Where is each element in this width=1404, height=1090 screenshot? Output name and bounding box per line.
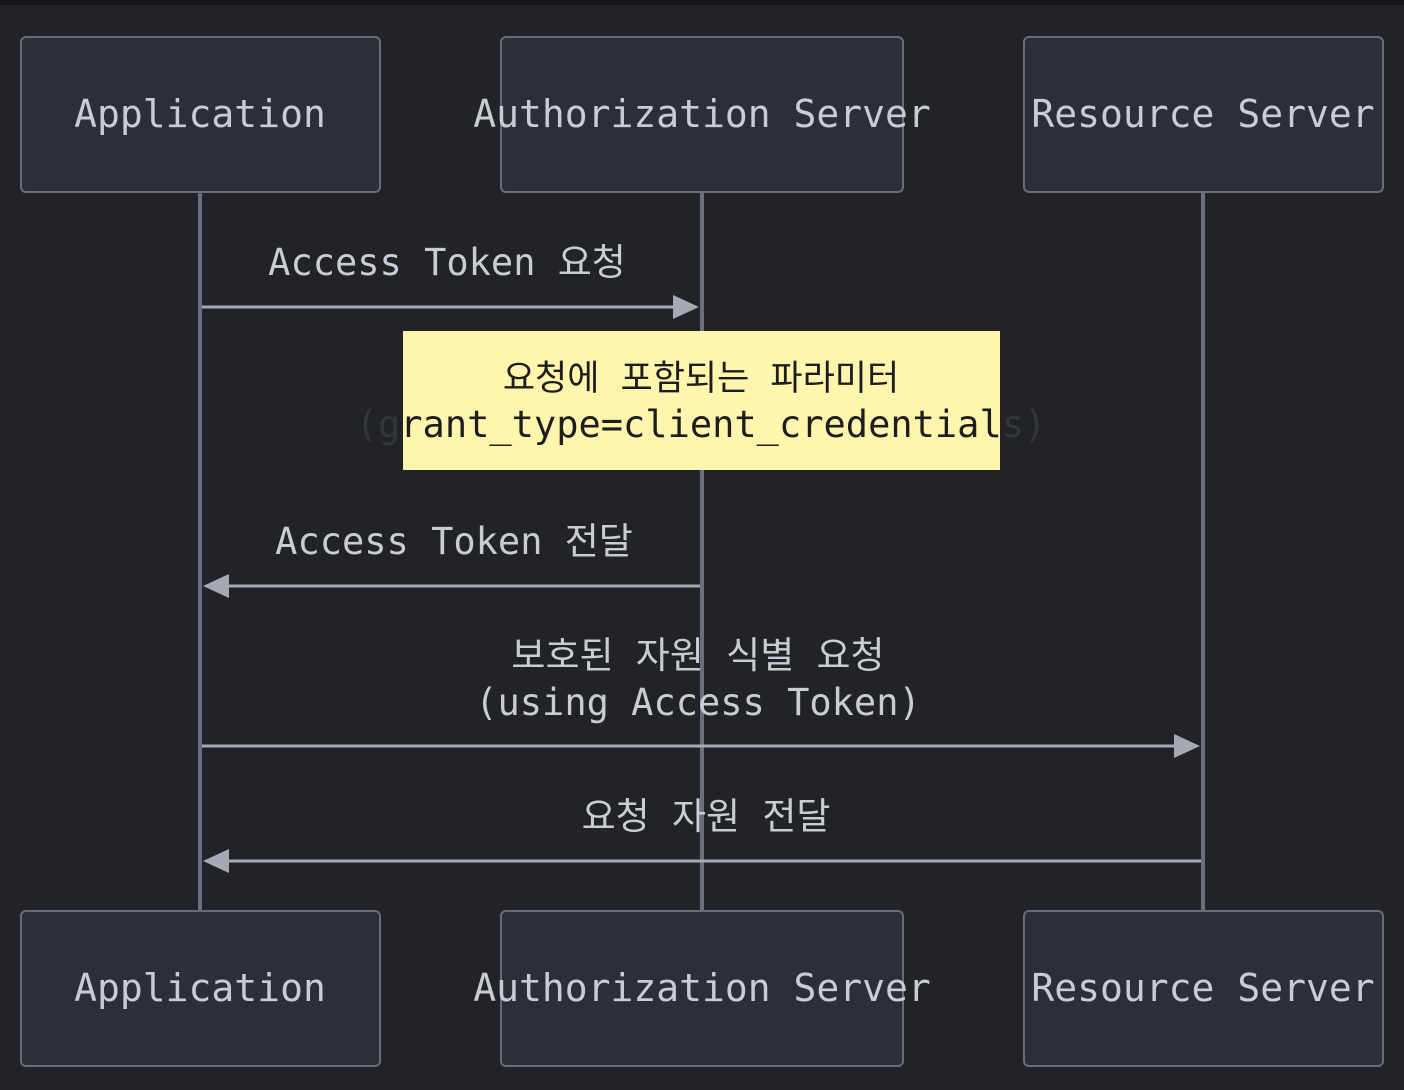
message-3-label-line2: (using Access Token)	[475, 681, 921, 724]
message-1-arrow	[202, 295, 699, 319]
arrowhead-left-icon	[203, 849, 229, 873]
actor-bottom-application	[20, 910, 381, 1067]
message-2-label: Access Token 전달	[275, 520, 633, 563]
actor-top-resource-server-label: Resource Server	[1031, 92, 1375, 136]
message-3-label-line1: 보호된 자원 식별 요청	[511, 634, 885, 677]
actor-top-application-label: Application	[74, 92, 326, 136]
lifeline-application	[198, 192, 202, 910]
lifeline-resource-server	[1201, 192, 1205, 910]
arrowhead-right-icon	[1174, 734, 1200, 758]
actor-bottom-resource-server-label: Resource Server	[1031, 966, 1375, 1010]
actor-top-resource-server	[1023, 36, 1384, 193]
actor-top-application	[20, 36, 381, 193]
note-line2: (grant_type=client_credentials)	[403, 403, 1000, 446]
actor-top-authorization-server-label: Authorization Server	[473, 92, 931, 136]
lifeline-authorization-server	[700, 192, 704, 910]
message-1-label: Access Token 요청	[268, 241, 626, 284]
actor-bottom-authorization-server-label: Authorization Server	[473, 966, 931, 1010]
message-4-arrow	[203, 849, 1201, 873]
note-box	[403, 331, 1000, 470]
actor-top-authorization-server	[500, 36, 904, 193]
message-4-label: 요청 자원 전달	[581, 795, 831, 838]
arrowhead-left-icon	[203, 574, 229, 598]
message-2-arrow	[203, 574, 700, 598]
note-line1: 요청에 포함되는 파라미터	[502, 359, 900, 399]
note-line2-clip: (grant_type=client_credentials)	[403, 402, 1000, 448]
arrowhead-right-icon	[673, 295, 699, 319]
message-3-arrow	[202, 734, 1200, 758]
actor-bottom-resource-server	[1023, 910, 1384, 1067]
top-edge-bar	[0, 0, 1404, 5]
actor-bottom-authorization-server	[500, 910, 904, 1067]
actor-bottom-application-label: Application	[74, 966, 326, 1010]
